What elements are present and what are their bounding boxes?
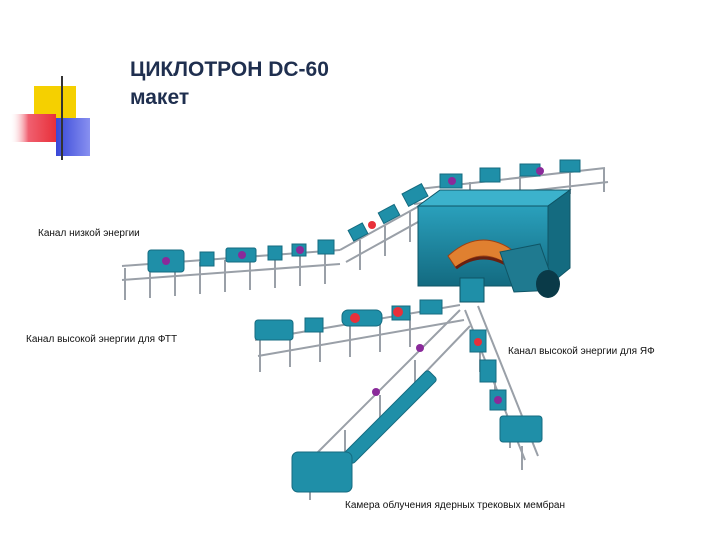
cyclotron-body [418, 190, 570, 302]
membrane-irradiation-chamber-label: Камера облучения ядерных трековых мембра… [330, 500, 580, 511]
high-energy-ftt-channel-label: Канал высокой энергии для ФТТ [26, 334, 177, 345]
high-energy-nf-channel-label: Канал высокой энергии для ЯФ [508, 346, 655, 357]
low-energy-channel-label: Канал низкой энергии [38, 228, 140, 239]
